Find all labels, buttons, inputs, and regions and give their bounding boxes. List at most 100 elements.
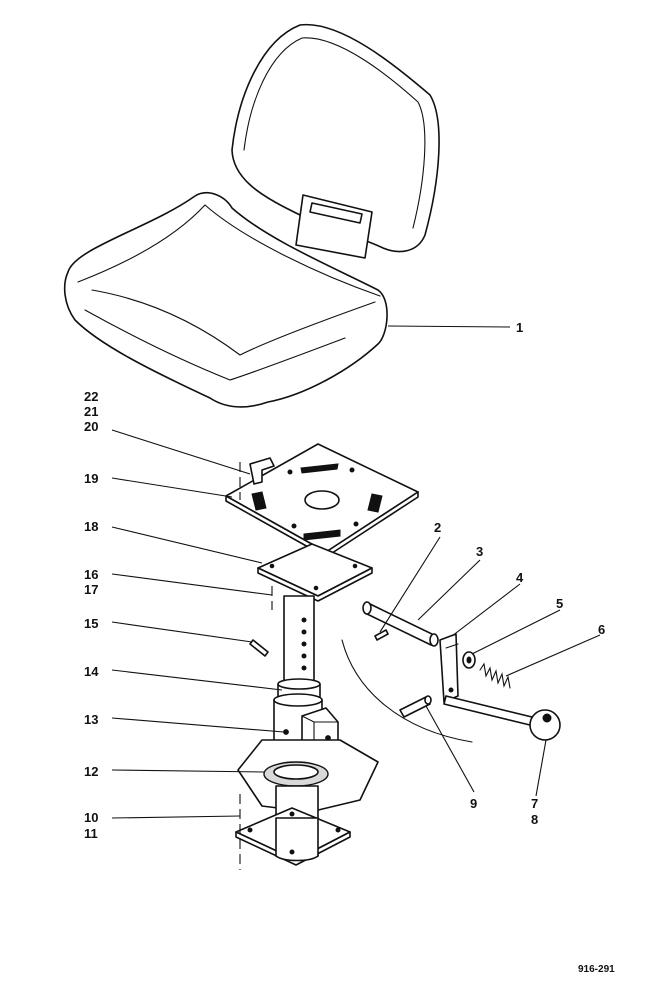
seat-backrest-piping xyxy=(243,37,426,229)
control-shaft-end xyxy=(362,601,372,615)
column-adjust-hole xyxy=(301,629,307,635)
leader-14 xyxy=(111,669,283,691)
control-bracket xyxy=(439,633,459,703)
control-small-pin xyxy=(374,629,389,641)
leader-4 xyxy=(451,583,521,637)
leader-lines xyxy=(111,325,601,819)
callout-17: 17 xyxy=(84,582,98,597)
column-adjust-hole xyxy=(301,665,307,671)
swivel-plate-slot xyxy=(367,493,383,513)
callout-14: 14 xyxy=(84,664,99,679)
callout-12: 12 xyxy=(84,764,98,779)
control-washer-hole xyxy=(466,656,472,664)
inner-column-tube xyxy=(283,595,315,683)
leader-15 xyxy=(111,621,253,643)
inner-column xyxy=(277,595,321,701)
leader-12 xyxy=(111,769,265,773)
swivel-plate-bolt-hole xyxy=(291,523,297,529)
swivel-plate-slot xyxy=(303,529,341,541)
callout-20: 20 xyxy=(84,419,98,434)
callout-3: 3 xyxy=(476,544,483,559)
leader-20 xyxy=(111,429,251,475)
control-lever-rod xyxy=(443,695,537,727)
pin-body xyxy=(249,639,269,657)
callout-1: 1 xyxy=(516,320,523,335)
leader-6 xyxy=(505,634,601,677)
floor-plate-bolt xyxy=(247,827,253,833)
callout-21: 21 xyxy=(84,404,98,419)
callout-11: 11 xyxy=(84,826,98,841)
leader-16 xyxy=(111,573,273,596)
control-lever-knob-dot xyxy=(542,713,552,723)
column-adjust-hole xyxy=(301,617,307,623)
mount-plate-hole xyxy=(269,563,275,569)
seat-cushion-inner-edge xyxy=(91,289,376,356)
leader-3 xyxy=(417,559,481,621)
mount-plate-edge xyxy=(257,567,373,602)
swivel-plate-bolt-hole xyxy=(287,469,293,475)
callout-8: 8 xyxy=(531,812,538,827)
callout-labels: 1 2 3 4 5 6 7 8 9 10 11 12 13 14 15 16 1… xyxy=(84,320,605,841)
control-shaft-end xyxy=(429,633,439,647)
pin xyxy=(249,639,269,657)
leader-1 xyxy=(387,325,511,328)
lower-column-base xyxy=(275,817,319,862)
callout-16: 16 xyxy=(84,567,98,582)
lock-housing-bolt xyxy=(283,729,289,735)
leader-5 xyxy=(471,609,561,655)
document-reference-number: 916-291 xyxy=(578,964,615,975)
leader-7 xyxy=(535,739,547,797)
callout-2: 2 xyxy=(434,520,441,535)
seat-backrest xyxy=(231,23,440,253)
leader-9 xyxy=(425,705,475,793)
control-sweep-arc xyxy=(341,639,473,743)
base-flange xyxy=(237,739,379,813)
callout-19: 19 xyxy=(84,471,98,486)
floor-plate-bolt xyxy=(335,827,341,833)
swivel-plate xyxy=(225,443,419,558)
seat xyxy=(63,23,440,408)
callout-5: 5 xyxy=(556,596,563,611)
callout-9: 9 xyxy=(470,796,477,811)
control-dowel-end xyxy=(424,695,432,705)
leader-2 xyxy=(379,536,441,633)
callout-10: 10 xyxy=(84,810,98,825)
leader-19 xyxy=(111,477,233,498)
swivel-plate-center-hole xyxy=(304,490,340,510)
control-lever-knob xyxy=(529,709,561,741)
seat-back-slot xyxy=(309,202,363,224)
control-linkage xyxy=(341,601,561,743)
control-bracket-hole xyxy=(448,687,454,693)
callout-15: 15 xyxy=(84,616,98,631)
seat-cushion xyxy=(63,192,388,408)
swivel-latch xyxy=(249,457,275,485)
mount-plate-hole xyxy=(313,585,319,591)
outer-column-top xyxy=(273,693,323,707)
seat-cushion-top-edge xyxy=(77,204,381,297)
swivel-plate-slot xyxy=(251,491,267,511)
swivel-plate-slot xyxy=(300,463,339,474)
seat-cushion-front-seam xyxy=(84,309,346,381)
mount-plate-hole xyxy=(352,563,358,569)
callout-7: 7 xyxy=(531,796,538,811)
leader-13 xyxy=(111,717,285,733)
floor-plate-bolt xyxy=(289,811,295,817)
control-bracket-fold xyxy=(445,643,459,649)
callout-13: 13 xyxy=(84,712,98,727)
control-spring xyxy=(479,662,511,689)
swivel-plate-bolt-hole xyxy=(353,521,359,527)
column-bushing-top xyxy=(277,678,321,690)
mount-plate xyxy=(257,543,373,602)
base-flange-ring-inner xyxy=(273,764,319,780)
callout-22: 22 xyxy=(84,389,98,404)
column-adjust-hole xyxy=(301,641,307,647)
floor-plate-bolt xyxy=(289,849,295,855)
callout-18: 18 xyxy=(84,519,98,534)
callout-6: 6 xyxy=(598,622,605,637)
floor-plate xyxy=(235,807,351,866)
callout-4: 4 xyxy=(516,570,524,585)
leader-10 xyxy=(111,815,241,819)
swivel-plate-bolt-hole xyxy=(349,467,355,473)
leader-18 xyxy=(111,526,263,564)
